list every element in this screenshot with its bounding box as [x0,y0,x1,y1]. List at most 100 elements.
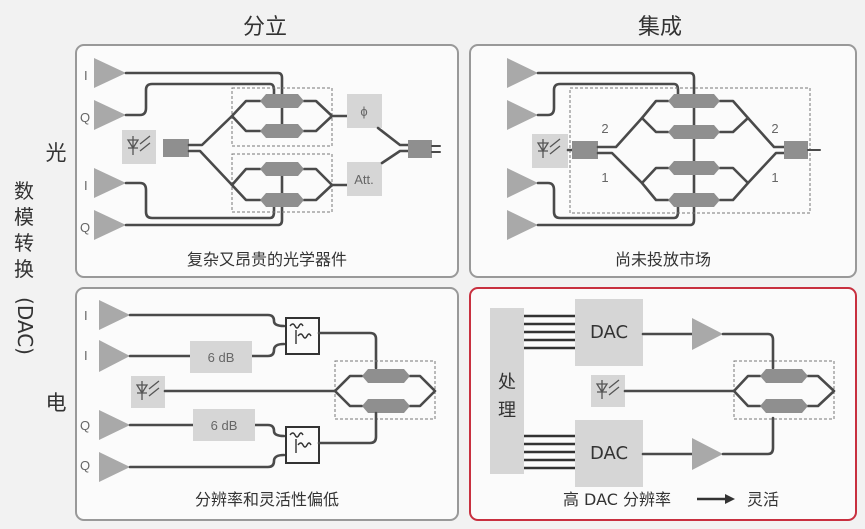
input-label: Q [80,110,90,125]
column-heading-integrated: 集成 [638,15,682,40]
side-label-char: 数 [14,179,34,203]
amplifier-icon [99,300,130,330]
laser-diode-icon [536,138,561,158]
input-label: I [84,348,88,363]
combiner-block [408,140,432,158]
panel-electrical-discrete: I I Q Q 6 dB 6 dB 分辨率和 [75,287,459,521]
laser-box [131,376,165,408]
waveguide [187,114,234,147]
amplifier-icon [99,340,130,372]
signal-wire [721,416,775,456]
panel-frame [469,44,857,278]
signal-wire [128,313,286,328]
dac-label: DAC [590,322,628,343]
waveguide [732,374,836,408]
amplifier-icon [94,168,126,198]
amplifier-icon [99,452,130,482]
laser-box [591,375,625,407]
splitter-block [163,139,189,157]
waveguide [333,374,437,408]
laser-diode-icon [595,379,620,399]
waveguide [746,116,786,185]
laser-diode-icon [135,380,160,400]
input-label: I [84,68,88,83]
phase-modulator [668,193,720,207]
side-label-char: 模 [14,205,34,229]
digital-bus-lower [524,434,575,470]
amplifier-icon [692,318,723,350]
phase-modulator [668,94,720,108]
panel-caption: 分辨率和灵活性偏低 [195,490,339,509]
amplifier-icon [507,100,538,130]
signal-wire [124,201,284,227]
waveguide [596,116,644,185]
amplifier-icon [692,438,723,470]
panel-caption-right: 灵活 [747,490,779,509]
laser-diode-icon [126,135,151,155]
processor-label: 处 [498,372,516,393]
panel-frame [75,287,459,521]
input-label: Q [80,418,90,433]
branch-label: 2 [771,121,778,136]
attenuator-6db-label: 6 dB [208,350,235,365]
dac-block [575,420,643,487]
laser-box [532,134,568,168]
phase-modulator [668,125,720,139]
phase-modulator [260,162,304,176]
output-port [431,145,441,153]
attenuator-6db-box [193,409,255,441]
signal-wire [128,423,286,438]
input-label: Q [80,220,90,235]
signal-wire [124,82,276,117]
panel-caption: 复杂又昂贵的光学器件 [187,250,347,269]
laser-box [122,130,156,164]
processor-label: 理 [498,400,516,421]
phase-modulator [362,399,410,413]
amplifier-icon [507,210,538,240]
branch-label: 1 [601,170,608,185]
phase-modulator [362,369,410,383]
amplifier-icon [99,410,130,440]
attenuator-label: Att. [354,172,374,187]
signal-wire [536,198,696,227]
signal-wire [536,82,680,117]
attenuator-box [347,162,382,196]
amplifier-icon [94,58,126,88]
panel-caption: 尚未投放市场 [615,250,711,269]
waveguide [187,149,234,187]
phase-modulator [668,161,720,175]
phase-modulator [260,193,304,207]
signal-wire [536,181,680,220]
signal-wire [124,71,284,98]
modulator-outline [231,153,333,213]
panel-frame-highlighted [469,287,857,521]
signal-wire [317,331,378,370]
phase-modulator [260,124,304,138]
combiner-block [784,141,808,159]
signal-wire [124,181,276,220]
input-label: I [84,308,88,323]
amplifier-icon [94,210,126,240]
side-label-char: 转 [14,231,34,255]
signal-wire [128,342,286,358]
splitter-block [572,141,598,159]
amplifier-icon [507,168,538,198]
branch-label: 1 [771,170,778,185]
waveguide [376,126,410,147]
dac-block [575,299,643,366]
side-label-dac: 数 模 转 换 (DAC) [13,179,37,355]
panel-electrical-integrated: 处 理 DAC DAC 高 DAC 分辨率 [469,287,857,521]
input-label: I [84,178,88,193]
phase-shifter-label: ϕ [360,104,367,119]
panel-caption-left: 高 DAC 分辨率 [563,490,671,509]
waveguide [380,149,410,165]
phase-modulator [760,399,808,413]
side-label-dac-text: (DAC) [13,297,37,355]
panel-optical-discrete: I Q I Q [75,44,459,278]
input-label: Q [80,458,90,473]
arrow-right-icon [697,494,735,504]
processor-block [490,308,524,474]
column-heading-discrete: 分立 [243,15,287,40]
branch-label: 2 [601,121,608,136]
